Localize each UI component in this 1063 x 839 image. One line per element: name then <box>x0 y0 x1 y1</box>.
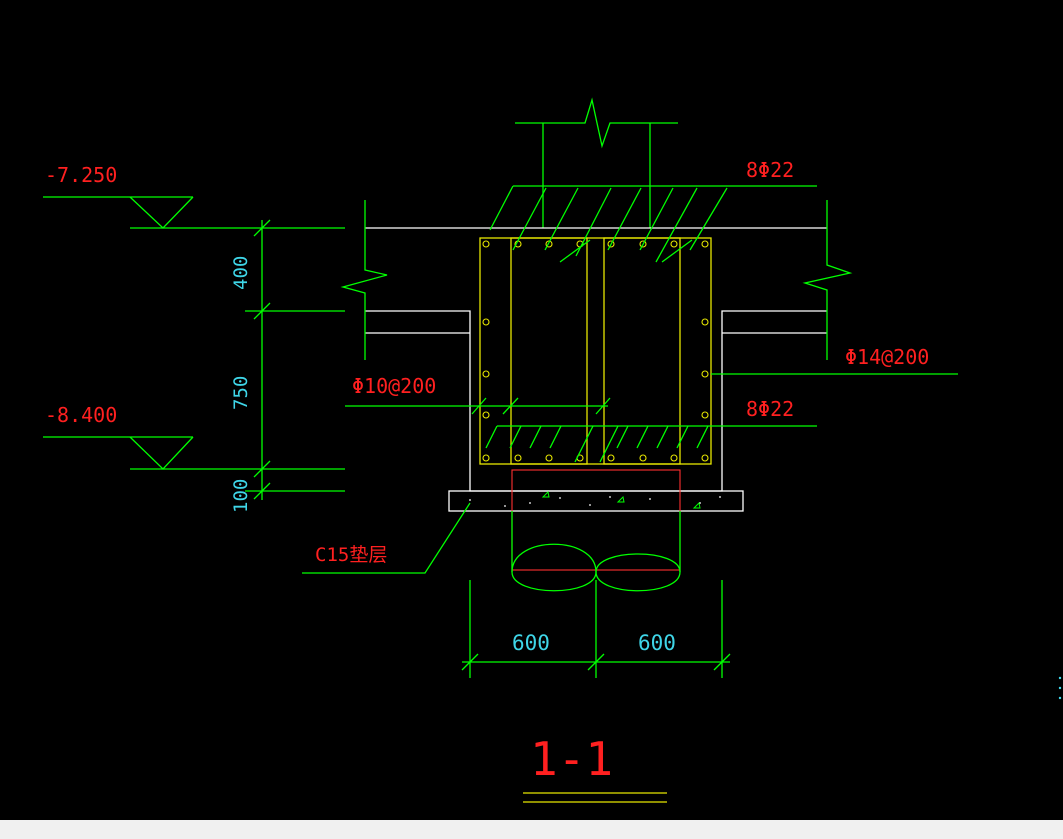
stirrup-leader <box>345 397 611 415</box>
dimension-400: 400 <box>230 256 252 290</box>
top-bar-leader <box>489 185 817 263</box>
label-cushion: C15垫层 <box>315 544 387 566</box>
dimension-600-right: 600 <box>638 631 676 655</box>
label-stirrup: Φ10@200 <box>352 374 436 398</box>
elevation-label-top: -7.250 <box>45 163 117 187</box>
status-bar <box>0 820 1063 839</box>
section-title: 1-1 <box>530 732 613 786</box>
elevation-label-bottom: -8.400 <box>45 403 117 427</box>
label-side-bars: Φ14@200 <box>845 345 929 369</box>
cushion-leader <box>302 502 471 574</box>
horizontal-dimension-chain <box>461 580 731 678</box>
rebar-dots <box>482 240 709 462</box>
label-top-bars: 8Φ22 <box>746 158 794 182</box>
bottom-bar-leader <box>485 425 817 463</box>
vertical-dimension-chain <box>245 219 345 500</box>
label-bottom-bars: 8Φ22 <box>746 397 794 421</box>
rebar-cage <box>479 237 712 465</box>
column-break-symbol <box>515 97 678 228</box>
slab-break-left <box>340 200 388 360</box>
cushion-layer <box>448 490 744 512</box>
edge-marks-right <box>1058 676 1062 700</box>
pile-break <box>511 511 681 592</box>
slab-break-right <box>802 200 853 360</box>
section-title-underline <box>523 792 667 803</box>
dimension-100: 100 <box>230 479 252 513</box>
dimension-750: 750 <box>230 376 252 410</box>
elevation-marker-bottom <box>43 436 345 492</box>
slab-outline <box>365 227 827 492</box>
dimension-600-left: 600 <box>512 631 550 655</box>
elevation-marker-top <box>43 196 345 229</box>
